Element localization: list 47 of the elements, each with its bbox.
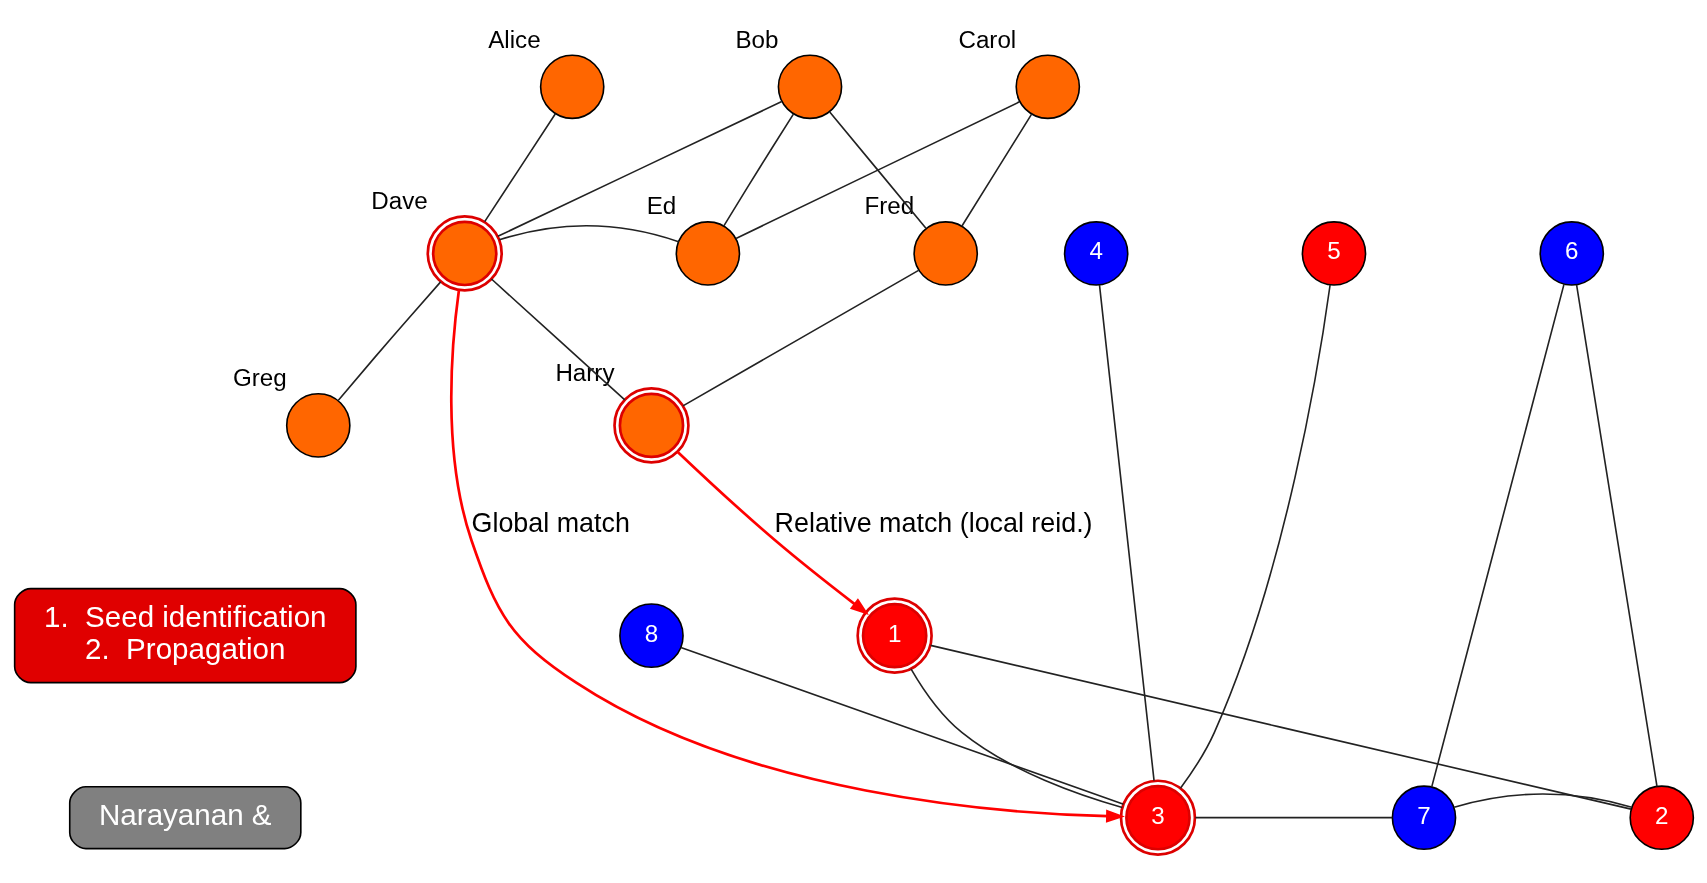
node-circle: 2 [1628,785,1694,851]
connector [929,644,1632,810]
connector [496,100,783,238]
node-box: 1. Seed identification 2. Propagation [13,587,357,684]
node-circle: 3 [1119,779,1196,856]
connector [1452,793,1633,809]
connector [722,113,794,227]
connector [960,113,1032,228]
arrow [449,290,1125,823]
node-label: Bob [734,25,778,53]
node-circle [777,54,842,120]
node-circle [675,221,740,286]
node-label: Greg [232,364,287,392]
connector [490,278,626,401]
node-circle [539,54,605,120]
node-circle: 8 [618,603,684,668]
connector [1179,284,1331,790]
connector [734,101,1020,240]
node-circle [912,221,978,286]
node-box: Narayanan & [68,785,302,850]
connector [679,646,1124,805]
edge-label: Relative match (local reid.) [774,508,1093,539]
node-circle [612,387,690,464]
node-circle: 1 [855,597,933,674]
connector [1575,284,1658,788]
connector [828,111,927,229]
node-label: Dave [370,186,428,214]
node-circle: 4 [1063,221,1129,286]
connector [1430,283,1565,788]
arrow [676,450,869,615]
connector [1194,816,1393,819]
node-label: Alice [487,25,541,53]
node-circle: 6 [1538,221,1604,286]
edge-label: Global match [471,508,630,539]
connector [483,112,556,223]
node-circle: 5 [1301,221,1366,286]
node-circle: 7 [1391,785,1456,851]
node-label: Ed [646,192,676,220]
connector [909,667,1123,809]
node-label: Carol [957,25,1016,53]
connector [498,224,679,243]
connector [681,269,919,407]
node-circle [285,393,351,458]
connector [1098,284,1155,782]
connector [336,281,441,402]
node-circle [1014,54,1080,120]
node-circle [425,215,503,292]
